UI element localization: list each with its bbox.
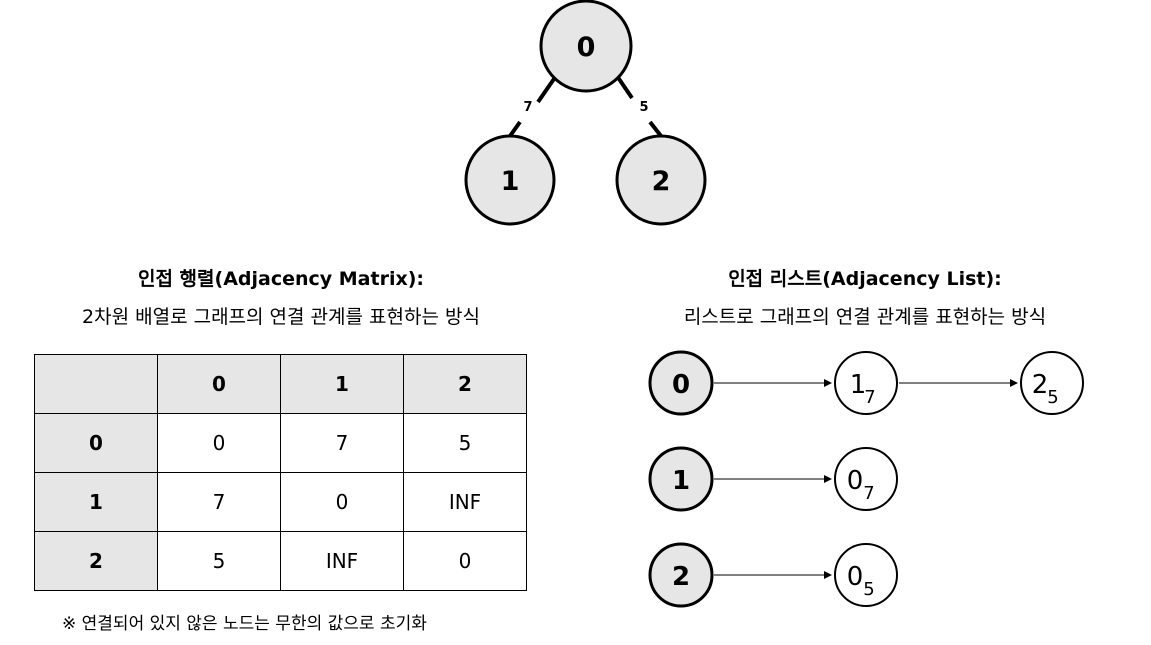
table-cell: INF bbox=[403, 472, 527, 532]
edge-0-2-upper bbox=[615, 74, 634, 100]
list-title: 인접 리스트(Adjacency List): bbox=[728, 268, 1002, 290]
table-row: 0 0 7 5 bbox=[34, 413, 527, 473]
adjacency-list-diagram: 0 1 7 2 5 1 0 7 2 0 5 bbox=[648, 350, 1084, 608]
list-entry-node bbox=[1020, 351, 1084, 415]
list-entry-weight: 7 bbox=[864, 387, 875, 408]
list-entry-label: 1 bbox=[850, 370, 867, 400]
list-entry-label: 0 bbox=[847, 562, 864, 592]
column-header: 2 bbox=[403, 354, 527, 414]
table-cell: 0 bbox=[280, 472, 404, 532]
edge-weight-label: 7 bbox=[523, 100, 532, 115]
table-cell: INF bbox=[280, 531, 404, 591]
list-entry-label: 2 bbox=[1032, 370, 1049, 400]
edge-0-1-lower bbox=[508, 120, 522, 138]
list-entry-weight: 7 bbox=[863, 483, 874, 504]
column-header: 0 bbox=[157, 354, 281, 414]
row-header: 2 bbox=[34, 531, 158, 591]
edge-0-1-upper bbox=[536, 74, 558, 104]
column-header: 1 bbox=[280, 354, 404, 414]
matrix-note: ※ 연결되어 있지 않은 노드는 무한의 값으로 초기화 bbox=[62, 614, 427, 634]
adjacency-matrix-table: 0 1 2 0 0 7 5 1 7 0 INF 2 5 INF 0 bbox=[34, 354, 527, 591]
list-description: 리스트로 그래프의 연결 관계를 표현하는 방식 bbox=[683, 306, 1047, 328]
list-entry-node bbox=[834, 351, 898, 415]
graph-diagram: 7 5 0 1 2 bbox=[464, 0, 707, 226]
table-row: 2 5 INF 0 bbox=[34, 531, 527, 591]
table-cell: 5 bbox=[157, 531, 281, 591]
list-head-label: 2 bbox=[672, 562, 690, 592]
graph-node-label: 1 bbox=[501, 166, 520, 197]
table-cell: 0 bbox=[403, 531, 527, 591]
list-head-node bbox=[648, 350, 714, 416]
table-header-row: 0 1 2 bbox=[34, 354, 527, 414]
list-head-label: 1 bbox=[672, 466, 690, 496]
matrix-title: 인접 행렬(Adjacency Matrix): bbox=[137, 268, 425, 290]
table-row: 1 7 0 INF bbox=[34, 472, 527, 532]
list-entry-node bbox=[834, 543, 898, 607]
graph-node-label: 0 bbox=[577, 32, 596, 63]
table-cell: 5 bbox=[403, 413, 527, 473]
table-cell: 7 bbox=[280, 413, 404, 473]
list-head-node bbox=[648, 446, 714, 512]
list-entry-label: 0 bbox=[847, 466, 864, 496]
graph-node-circle bbox=[615, 134, 707, 226]
edge-weight-label: 5 bbox=[639, 100, 648, 115]
list-head-node bbox=[648, 542, 714, 608]
list-entry-weight: 5 bbox=[863, 579, 874, 600]
table-cell: 7 bbox=[157, 472, 281, 532]
matrix-description: 2차원 배열로 그래프의 연결 관계를 표현하는 방식 bbox=[82, 306, 480, 328]
list-entry-node bbox=[834, 447, 898, 511]
row-header: 1 bbox=[34, 472, 158, 532]
graph-node-circle bbox=[539, 0, 633, 93]
graph-node-label: 2 bbox=[652, 166, 671, 197]
edge-0-2-lower bbox=[648, 120, 663, 138]
list-head-label: 0 bbox=[672, 370, 690, 400]
graph-node-circle bbox=[464, 134, 556, 226]
table-cell: 0 bbox=[157, 413, 281, 473]
list-entry-weight: 5 bbox=[1047, 387, 1058, 408]
